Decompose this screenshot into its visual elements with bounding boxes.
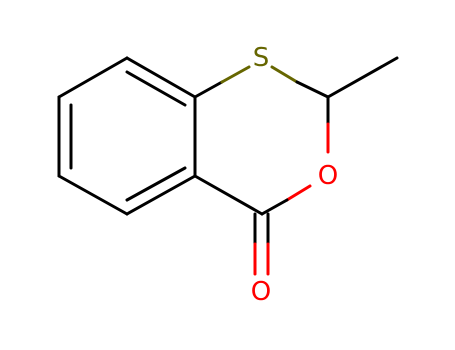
bond-s-ch-olive [270, 65, 299, 84]
sulfur-label: S [253, 43, 270, 73]
bond-o-co-black [260, 198, 289, 216]
carbonyl-oxygen-label: O [251, 277, 271, 307]
bond-c-s-olive [220, 65, 251, 84]
bond-c4-c5 [57, 174, 129, 216]
bond-c1-c2-inner [125, 70, 187, 107]
ring-oxygen-label: O [318, 161, 338, 191]
bond-co-c3 [193, 174, 264, 216]
bond-c3-c4-inner [125, 166, 187, 202]
bond-c6-c1 [57, 56, 129, 99]
bond-o-co-red [285, 184, 312, 202]
bond-ch-methyl [326, 56, 399, 99]
bond-c-s-black [193, 80, 224, 99]
bond-c3-c4 [125, 174, 197, 216]
bond-c1-c2 [125, 56, 197, 99]
bond-s-ch-black [295, 80, 330, 99]
